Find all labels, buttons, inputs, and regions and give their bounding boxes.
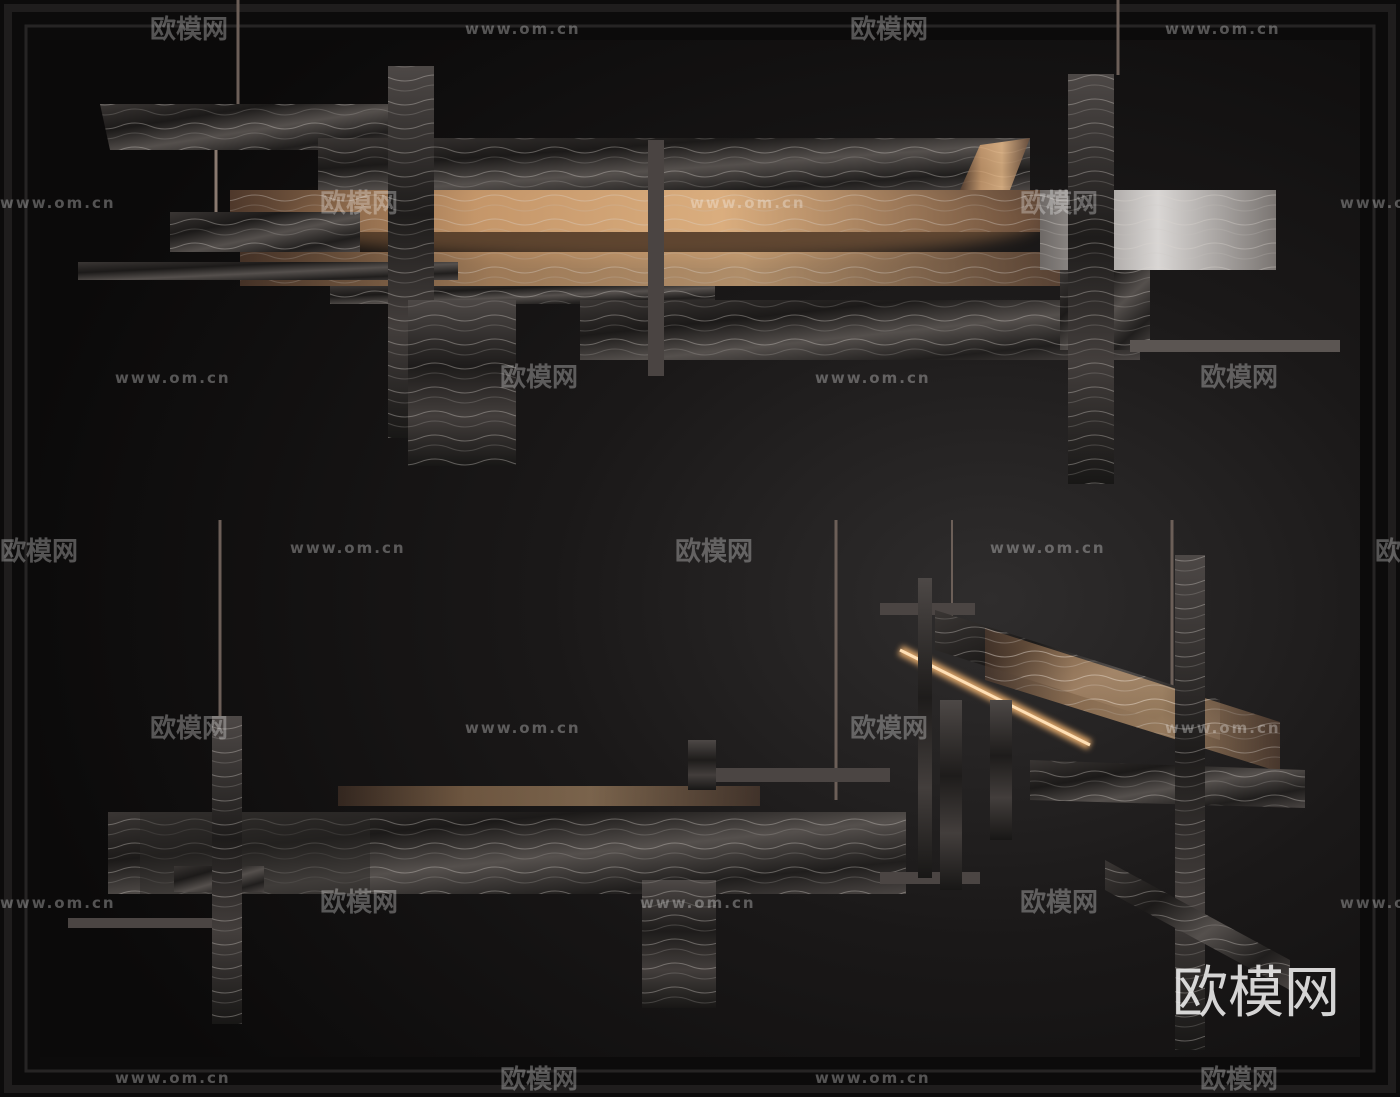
watermark-url: www.om.cn [115, 1069, 231, 1087]
watermark-url: www.om.cn [290, 539, 406, 557]
watermark-large: 欧模网 [1172, 961, 1340, 1026]
watermark-url: www.om.cn [1165, 719, 1281, 737]
watermark-url: www.om.cn [990, 539, 1106, 557]
watermark-url: www.om.cn [1165, 20, 1281, 38]
watermark-logo: 欧模网 [1020, 188, 1098, 219]
watermark-url: www.om.cn [465, 20, 581, 38]
watermark-url: www.om.cn [815, 1069, 931, 1087]
watermark-logo: 欧模网 [675, 536, 753, 567]
watermark-url: www.om.cn [1340, 894, 1400, 912]
watermark-url: www.om.cn [0, 194, 116, 212]
watermark-url: www.om.cn [815, 369, 931, 387]
pendant-lamp-bottom-left [68, 520, 980, 1024]
watermark-url: www.om.cn [1340, 194, 1400, 212]
frame-outer [4, 4, 1396, 1093]
watermark-url: www.om.cn [0, 894, 116, 912]
watermark-logo: 欧模网 [1200, 362, 1278, 393]
watermark-logo: 欧模网 [500, 362, 578, 393]
watermark-layer: 欧模网 欧模网 欧模网 欧模网 欧模网 欧模网 欧模网 欧模网 欧模网 欧模网 … [0, 14, 1400, 1095]
watermark-logo: 欧模网 [850, 713, 928, 744]
pendant-lamp-bottom-right [880, 520, 1305, 1050]
watermark-logo: 欧模网 [1375, 536, 1400, 567]
watermark-logo: 欧模网 [1020, 887, 1098, 918]
frame-inner [24, 24, 1376, 1073]
watermark-logo: 欧模网 [0, 536, 78, 567]
watermark-logo: 欧模网 [500, 1064, 578, 1095]
watermark-logo: 欧模网 [150, 713, 228, 744]
watermark-url: www.om.cn [690, 194, 806, 212]
pendant-lamp-top [78, 0, 1340, 484]
watermark-logo: 欧模网 [1200, 1064, 1278, 1095]
watermark-url: www.om.cn [115, 369, 231, 387]
watermark-logo: 欧模网 [150, 14, 228, 45]
watermark-logo: 欧模网 [320, 188, 398, 219]
watermark-url: www.om.cn [640, 894, 756, 912]
watermark-url: www.om.cn [465, 719, 581, 737]
watermark-logo: 欧模网 [850, 14, 928, 45]
watermark-logo: 欧模网 [320, 887, 398, 918]
